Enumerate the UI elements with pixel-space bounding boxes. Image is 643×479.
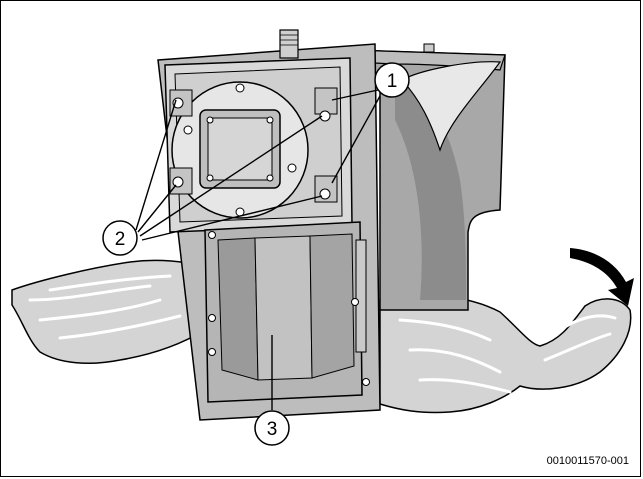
door-screw — [208, 348, 216, 356]
nut-icon — [172, 176, 184, 188]
top-bolt — [423, 43, 435, 53]
door-left-face — [217, 237, 259, 381]
callout-3: 3 — [254, 410, 290, 446]
leader-line-1 — [331, 95, 381, 184]
gas-pipe-thread — [280, 34, 298, 46]
nut-icon — [319, 188, 331, 200]
cover-screw — [266, 174, 274, 182]
cloth-right-fold-lines — [398, 314, 617, 394]
door-screw — [208, 231, 216, 239]
door-screw — [351, 298, 359, 306]
door-screw — [208, 314, 216, 322]
svg-text:2: 2 — [115, 229, 126, 250]
door-hinge — [355, 239, 367, 353]
flange-bolt-top — [235, 83, 245, 93]
cover-screw — [206, 174, 214, 182]
nut-icon — [319, 110, 331, 122]
gas-pipe — [279, 29, 299, 59]
heat-exchanger-shading — [395, 80, 466, 300]
cover-screw — [206, 116, 214, 124]
protective-cloth-right — [379, 294, 632, 414]
leader-line-2 — [137, 184, 177, 233]
figure-id-label: 0010011570-001 — [546, 455, 629, 467]
flue-opening — [401, 61, 502, 152]
bracket-top-right — [314, 87, 338, 115]
flange-bolt-right — [287, 163, 297, 173]
door-screw — [362, 378, 370, 386]
svg-text:1: 1 — [387, 71, 398, 92]
svg-text:3: 3 — [267, 419, 278, 440]
leader-line-1 — [331, 89, 379, 101]
cloth-fold-lines — [28, 274, 182, 340]
callout-2: 2 — [102, 220, 138, 256]
leader-line-2 — [135, 99, 177, 231]
curved-arrow-icon — [570, 248, 634, 306]
cover-screw — [266, 116, 274, 124]
leader-line-2 — [139, 115, 323, 237]
leader-line-2 — [141, 195, 323, 241]
door-center-face — [254, 235, 313, 381]
callout-1: 1 — [374, 62, 410, 98]
door-right-face — [309, 233, 355, 379]
flange-bolt-left — [183, 125, 193, 135]
